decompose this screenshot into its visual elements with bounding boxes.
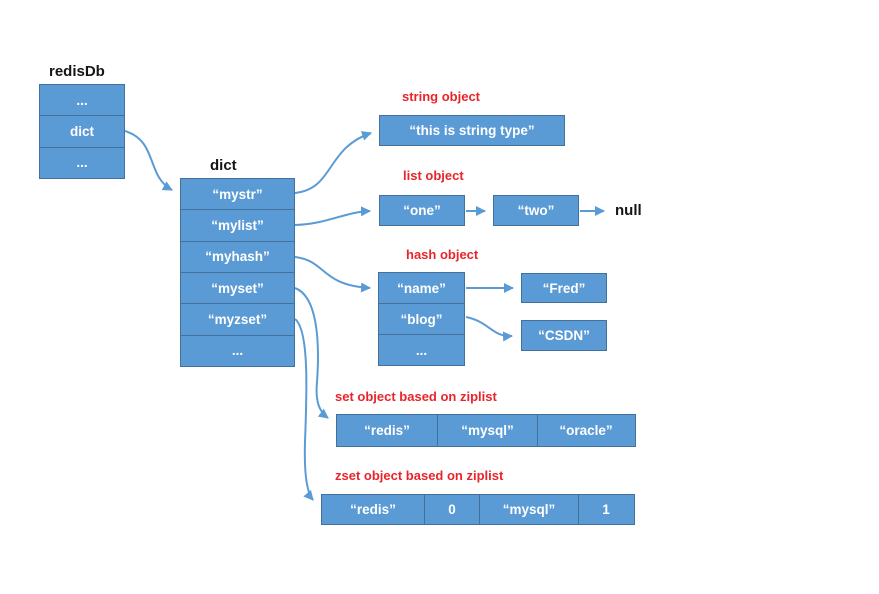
- set-cell-oracle: “oracle”: [537, 415, 634, 446]
- list-null-terminator: null: [615, 202, 642, 219]
- redisdb-title: redisDb: [49, 63, 105, 80]
- set-cell-redis: “redis”: [364, 423, 410, 438]
- arrow-myzset-to-zsetrow: [294, 318, 314, 501]
- hash-row-ellipsis: ...: [379, 334, 464, 365]
- dict-row-ellipsis: ...: [181, 334, 294, 366]
- redisdb-table: ... dict ...: [39, 84, 125, 179]
- hash-row-blog: “blog”: [379, 303, 464, 334]
- list-node-one-box: “one”: [379, 195, 465, 226]
- hash-value-fred-box: “Fred”: [521, 273, 607, 303]
- zset-cell-score-0: 0: [424, 495, 479, 524]
- arrow-blog-to-csdn: [465, 316, 513, 342]
- redisdb-row-ellipsis-top: ...: [76, 92, 88, 108]
- zset-cell-score-1: 1: [578, 495, 633, 524]
- set-cell-mysql: “mysql”: [437, 415, 537, 446]
- dict-row-myzset: “myzset”: [181, 303, 294, 334]
- arrow-myhash-to-name: [294, 256, 371, 293]
- set-object-label: set object based on ziplist: [335, 389, 497, 404]
- redisdb-row-ellipsis-bottom: ...: [40, 146, 124, 178]
- hash-value-csdn-box: “CSDN”: [521, 320, 607, 351]
- arrow-myset-to-setrow: [294, 287, 329, 419]
- arrow-redisdb-to-dict: [124, 130, 173, 191]
- hash-object-label: hash object: [406, 247, 479, 262]
- zset-object-label: zset object based on ziplist: [335, 468, 504, 483]
- redisdb-row-dict: dict: [40, 115, 124, 146]
- dict-table: “mystr” “mylist” “myhash” “myset” “myzse…: [180, 178, 295, 367]
- dict-row-myset: “myset”: [181, 271, 294, 303]
- set-ziplist-row: “redis” “mysql” “oracle”: [336, 414, 636, 447]
- dict-title: dict: [210, 157, 237, 174]
- string-object-label: string object: [402, 89, 481, 104]
- string-value-box: “this is string type”: [379, 115, 565, 146]
- dict-row-mylist: “mylist”: [181, 209, 294, 240]
- list-node-two-box: “two”: [493, 195, 579, 226]
- zset-ziplist-row: “redis” 0 “mysql” 1: [321, 494, 635, 525]
- arrow-mystr-to-string: [294, 131, 372, 194]
- dict-row-myhash: “myhash”: [181, 240, 294, 272]
- zset-cell-redis: “redis”: [350, 502, 396, 517]
- arrow-mylist-to-one: [294, 206, 371, 226]
- hash-row-name: “name”: [397, 280, 446, 296]
- list-object-label: list object: [403, 168, 464, 183]
- zset-cell-mysql: “mysql”: [479, 495, 578, 524]
- dict-row-mystr: “mystr”: [212, 186, 263, 202]
- hash-table: “name” “blog” ...: [378, 272, 465, 366]
